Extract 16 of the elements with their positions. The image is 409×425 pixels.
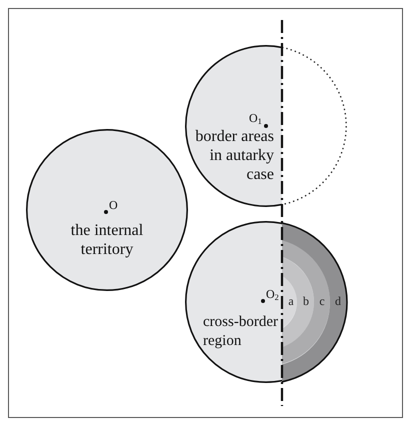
region-label: cross-border region: [203, 313, 279, 351]
zone-band: [282, 256, 314, 348]
center-label: O: [109, 198, 119, 212]
circle-region: [185, 221, 347, 383]
zone-label: d: [334, 292, 342, 309]
zone-label: c: [318, 292, 326, 309]
circle-region: [26, 129, 188, 291]
circle-region: [185, 45, 347, 207]
zone-label: a: [287, 292, 295, 309]
zone-label: b: [302, 292, 310, 309]
center-label: O$_{2}$: [266, 287, 279, 301]
zone-band: [282, 222, 347, 382]
zone-band: [282, 240, 330, 364]
region-label: border areas in autarky case: [194, 127, 274, 184]
center-label: O$_{1}$: [249, 111, 263, 125]
region-label: the internal territory: [70, 221, 144, 259]
